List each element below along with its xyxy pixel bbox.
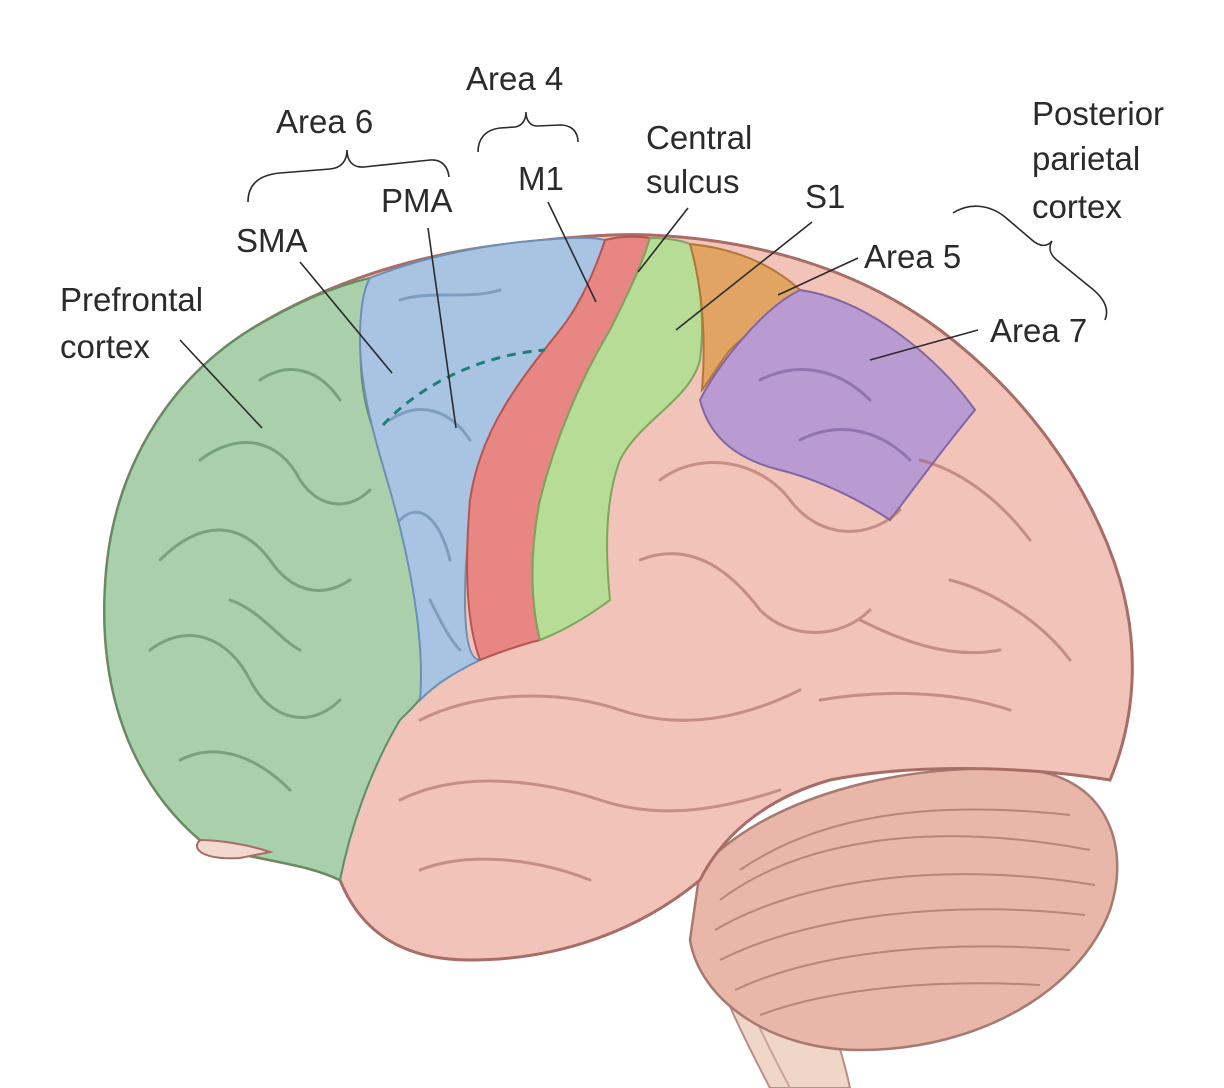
label-s1: S1 — [805, 178, 845, 215]
label-posterior-2: parietal — [1032, 140, 1140, 177]
label-area-7: Area 7 — [990, 312, 1087, 349]
label-posterior-1: Posterior — [1032, 95, 1164, 132]
gyri-cortex — [398, 458, 1072, 882]
label-m1: M1 — [518, 160, 564, 197]
gyri-prefrontal — [148, 368, 372, 792]
label-pma: PMA — [381, 182, 453, 219]
central-sulcus-leader — [637, 207, 689, 273]
olfactory-bulb — [195, 838, 274, 860]
label-prefrontal-2: cortex — [60, 328, 150, 365]
area-7-leader — [869, 329, 979, 361]
gyri-area-6 — [388, 288, 502, 652]
area-4-brace — [477, 111, 579, 153]
sma-leader — [299, 261, 393, 374]
label-area-5: Area 5 — [864, 238, 961, 275]
label-prefrontal-1: Prefrontal — [60, 281, 203, 318]
region-prefrontal-cortex — [103, 276, 432, 882]
label-central-sulcus-1: Central — [646, 119, 752, 156]
region-area-5 — [688, 242, 802, 394]
prefrontal-leader — [179, 339, 263, 429]
label-area-4: Area 4 — [466, 60, 563, 97]
label-area-6: Area 6 — [276, 103, 373, 140]
gyri-parietal — [758, 368, 912, 462]
cerebellum-folia — [714, 808, 1096, 1016]
sma-pma-boundary — [381, 348, 546, 427]
region-area-7 — [698, 288, 977, 522]
label-central-sulcus-2: sulcus — [646, 163, 740, 200]
pma-leader — [427, 227, 457, 429]
posterior-parietal-brace — [952, 205, 1108, 321]
label-posterior-3: cortex — [1032, 188, 1122, 225]
m1-leader — [547, 201, 597, 303]
label-sma: SMA — [236, 222, 308, 259]
s1-leader — [675, 221, 813, 331]
area-5-leader — [777, 257, 859, 296]
area-6-brace — [247, 149, 450, 203]
